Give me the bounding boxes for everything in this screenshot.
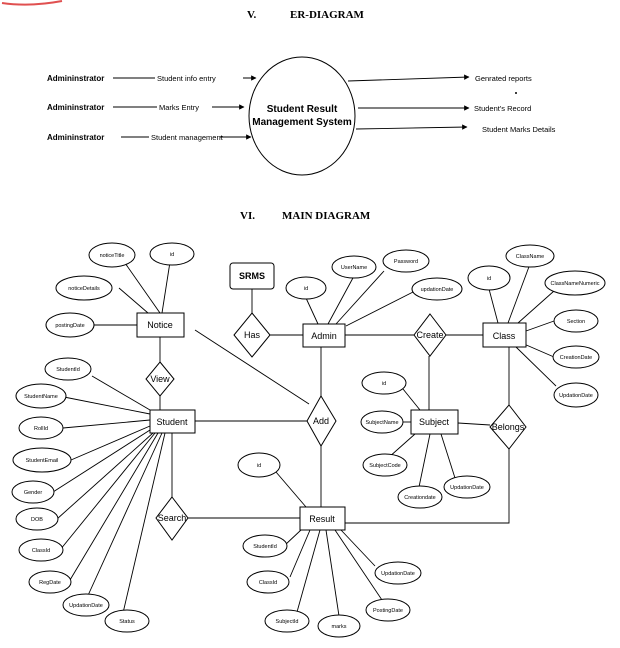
- attribute-label: Creationdate: [404, 495, 436, 501]
- section-v-title: ER-DIAGRAM: [290, 9, 365, 21]
- entity-result: Result: [299, 506, 346, 531]
- output-arrow: [355, 124, 468, 130]
- entity-label: Student: [156, 417, 188, 427]
- section-vi-number: VI.: [240, 210, 255, 222]
- relationship-view: View: [145, 361, 175, 397]
- attribute-label: id: [304, 286, 308, 292]
- attributes-class: id ClassName ClassNameNumeric Section Cr…: [467, 244, 606, 408]
- output-label: Student Marks Details: [482, 125, 556, 134]
- system-label: Management System: [252, 117, 352, 128]
- attribute-label: UpdationDate: [559, 393, 593, 399]
- section-v-number: V.: [247, 9, 257, 21]
- attribute-label: PostingDate: [373, 608, 403, 614]
- relationship-has: Has: [233, 312, 271, 358]
- system-label: Student Result: [267, 104, 338, 115]
- entity-label: Notice: [147, 320, 173, 330]
- entity-student: Student: [149, 409, 196, 434]
- attribute-label: RollId: [34, 426, 48, 432]
- attribute-label: ClassNameNumeric: [551, 281, 600, 287]
- relationship-belongs: Belongs: [489, 404, 527, 450]
- relationship-add: Add: [306, 395, 337, 447]
- attribute-label: SubjectId: [276, 619, 299, 625]
- entity-label: Class: [493, 331, 516, 341]
- dot-mark: [515, 92, 517, 94]
- attribute-label: noticeDetails: [68, 286, 100, 292]
- attribute-label: RegDate: [39, 580, 61, 586]
- attribute-label: StudentId: [56, 367, 80, 373]
- input-label: Student management: [151, 133, 224, 142]
- section-vi-title: MAIN DIAGRAM: [282, 210, 371, 222]
- attribute-label: DOB: [31, 517, 43, 523]
- entity-srms: SRMS: [229, 262, 275, 290]
- entity-admin: Admin: [302, 323, 346, 348]
- attribute-label: UpdationDate: [381, 571, 415, 577]
- attributes-admin: id UserName Password updationDate: [285, 249, 463, 301]
- attributes-result: id StudentId ClassId SubjectId marks Pos…: [237, 452, 422, 638]
- attribute-label: SubjectCode: [369, 463, 401, 469]
- attribute-label: id: [257, 463, 261, 469]
- attribute-label: SubjectName: [365, 420, 398, 426]
- attribute-label: UserName: [341, 265, 367, 271]
- attribute-label: id: [382, 381, 386, 387]
- connectors: [52, 261, 557, 617]
- output-label: Student's Record: [474, 104, 531, 113]
- entity-label: Result: [309, 514, 335, 524]
- attribute-label: StudentId: [253, 544, 277, 550]
- entity-subject: Subject: [410, 409, 459, 435]
- relationship-search: Search: [155, 496, 189, 541]
- entity-label: SRMS: [239, 271, 265, 281]
- actor-label: Admininstrator: [47, 74, 104, 83]
- output-arrow: [347, 74, 470, 82]
- attribute-label: marks: [332, 624, 347, 630]
- attributes-notice: noticeTitle id noticeDetails postingDate: [45, 242, 195, 338]
- attribute-label: CreationDate: [560, 355, 592, 361]
- entity-label: Subject: [419, 417, 450, 427]
- attribute-label: ClassId: [259, 580, 277, 586]
- attribute-label: StudentEmail: [26, 458, 59, 464]
- attribute-label: postingDate: [55, 323, 84, 329]
- attribute-label: ClassId: [32, 548, 50, 554]
- attribute-label: StudentName: [24, 394, 58, 400]
- attribute-label: Password: [394, 259, 418, 265]
- red-mark-decoration: [1, 0, 63, 6]
- relationship-label: Add: [313, 416, 329, 426]
- relationship-create: Create: [413, 313, 447, 357]
- relationship-label: View: [150, 374, 170, 384]
- entity-class: Class: [482, 322, 527, 348]
- entity-label: Admin: [311, 331, 337, 341]
- relationship-label: Create: [416, 330, 443, 340]
- attribute-label: ClassName: [516, 254, 544, 260]
- relationship-label: Has: [244, 330, 261, 340]
- system-circle: [248, 56, 356, 176]
- actor-label: Admininstrator: [47, 103, 104, 112]
- attributes-student: StudentId StudentName RollId StudentEmai…: [11, 357, 150, 633]
- attribute-label: UpdationDate: [69, 603, 103, 609]
- er-diagram: Admininstrator Admininstrator Admininstr…: [47, 56, 556, 176]
- attribute-label: id: [487, 276, 491, 282]
- attribute-label: Section: [567, 319, 585, 325]
- attribute-label: noticeTitle: [100, 253, 125, 259]
- input-label: Marks Entry: [159, 103, 199, 112]
- output-label: Genrated reports: [475, 74, 532, 83]
- attribute-label: id: [170, 252, 174, 258]
- main-diagram: Notice Student Admin Class Subject Resul…: [11, 242, 606, 638]
- attributes-subject: id SubjectName SubjectCode Creationdate …: [360, 371, 491, 509]
- input-label: Student info entry: [157, 74, 216, 83]
- relationship-label: Search: [158, 513, 187, 523]
- attribute-label: Gender: [24, 490, 43, 496]
- relationship-label: Belongs: [492, 422, 525, 432]
- attribute-label: updationDate: [421, 287, 454, 293]
- attribute-label: Status: [119, 619, 135, 625]
- actor-label: Admininstrator: [47, 133, 104, 142]
- attribute-label: UpdationDate: [450, 485, 484, 491]
- entity-notice: Notice: [136, 312, 185, 338]
